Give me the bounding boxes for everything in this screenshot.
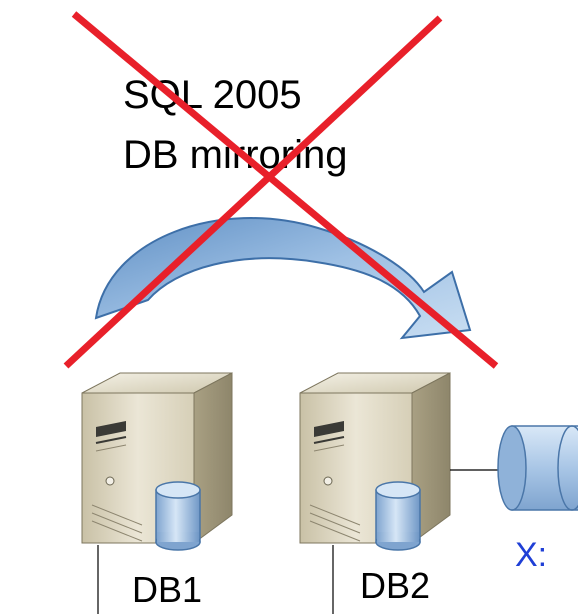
database-cylinder-icon	[375, 481, 421, 551]
server-label-db1: DB1	[132, 569, 202, 610]
cross-out-icon	[63, 11, 499, 369]
drive-label: X:	[515, 536, 547, 574]
server-label-db2: DB2	[360, 565, 430, 606]
database-cylinder-icon	[155, 481, 201, 551]
server-tower-icon	[299, 372, 451, 544]
mirror-arrow-icon	[94, 217, 472, 340]
disk-drive-icon	[497, 425, 578, 511]
